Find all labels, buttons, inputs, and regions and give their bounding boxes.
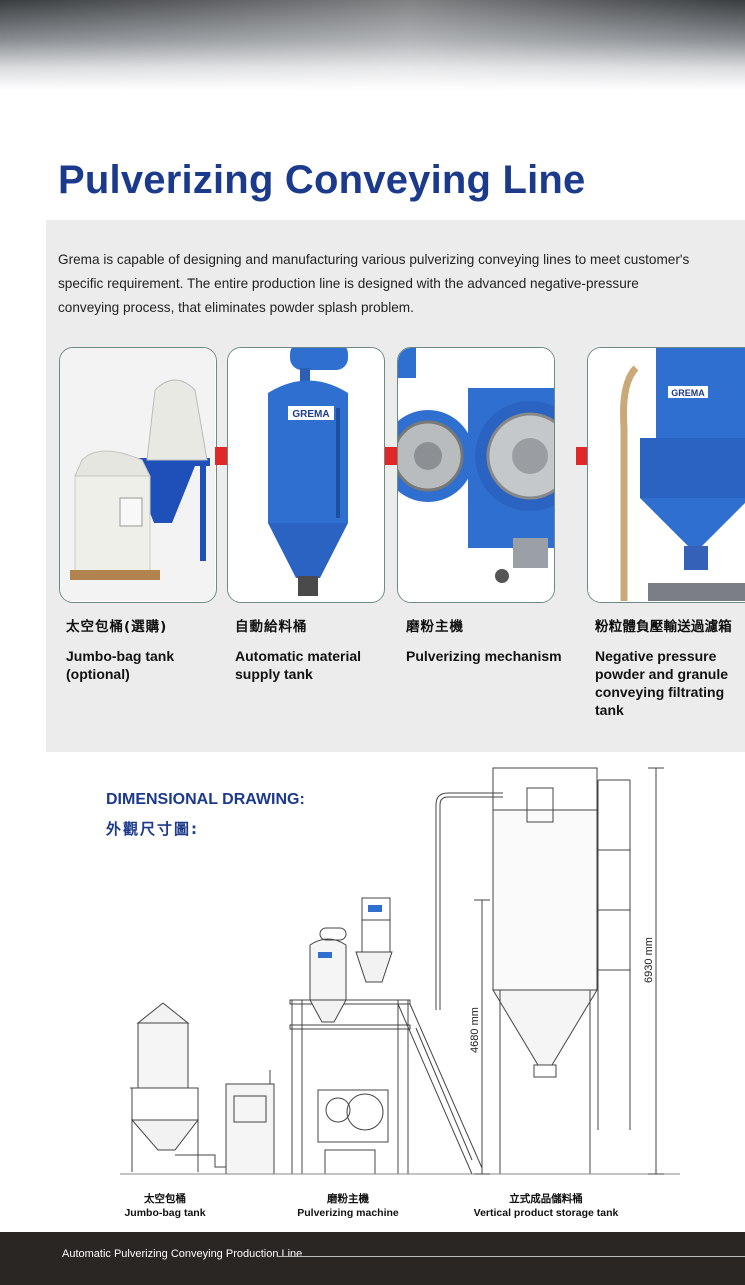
header-gradient-band — [0, 0, 745, 90]
caption-2-en: Pulverizing machine — [297, 1207, 399, 1219]
photo-pulverizing-mechanism — [397, 347, 555, 603]
step-4-zh-label: 粉粒體負壓輸送過濾箱 — [595, 619, 732, 635]
step-1-en-label: Jumbo-bag tank (optional) — [66, 648, 175, 682]
page-title: Pulverizing Conveying Line — [58, 158, 586, 202]
caption-1-zh: 太空包桶 — [144, 1193, 186, 1205]
dimensional-drawing: 4680 mm 6930 mm — [120, 767, 680, 1175]
intro-paragraph: Grema is capable of designing and manufa… — [58, 252, 690, 315]
photo-filtrating-tank: GREMA — [587, 347, 745, 603]
caption-1-en: Jumbo-bag tank — [124, 1207, 206, 1219]
photo-jumbo-bag-tank — [59, 347, 217, 603]
step-2-en-label: Automatic material supply tank — [235, 648, 362, 682]
step-4-en-label: Negative pressure powder and granule con… — [595, 648, 729, 718]
step-3-zh-label: 磨粉主機 — [406, 619, 464, 635]
dimensional-drawing-title: DIMENSIONAL DRAWING: — [106, 791, 305, 808]
dimensional-drawing-title-zh: 外觀尺寸圖: — [106, 820, 199, 838]
photo-supply-tank: GREMA — [227, 347, 385, 603]
caption-2-zh: 磨粉主機 — [327, 1193, 369, 1205]
dimension-4680-label: 4680 mm — [469, 1007, 481, 1053]
dimension-6930-label: 6930 mm — [643, 937, 655, 983]
caption-3-en: Vertical product storage tank — [473, 1207, 619, 1219]
logo-text: GREMA — [292, 409, 329, 420]
step-1-zh-label: 太空包桶(選購) — [66, 619, 168, 635]
svg-text:GREMA: GREMA — [671, 388, 705, 398]
step-3-en-label: Pulverizing mechanism — [406, 648, 562, 664]
footer-bar — [0, 1232, 745, 1285]
footer-divider — [277, 1256, 745, 1257]
caption-3-zh: 立式成品儲料桶 — [509, 1193, 583, 1205]
step-2-zh-label: 自動給料桶 — [235, 619, 308, 635]
footer-text: Automatic Pulverizing Conveying Producti… — [62, 1248, 303, 1260]
